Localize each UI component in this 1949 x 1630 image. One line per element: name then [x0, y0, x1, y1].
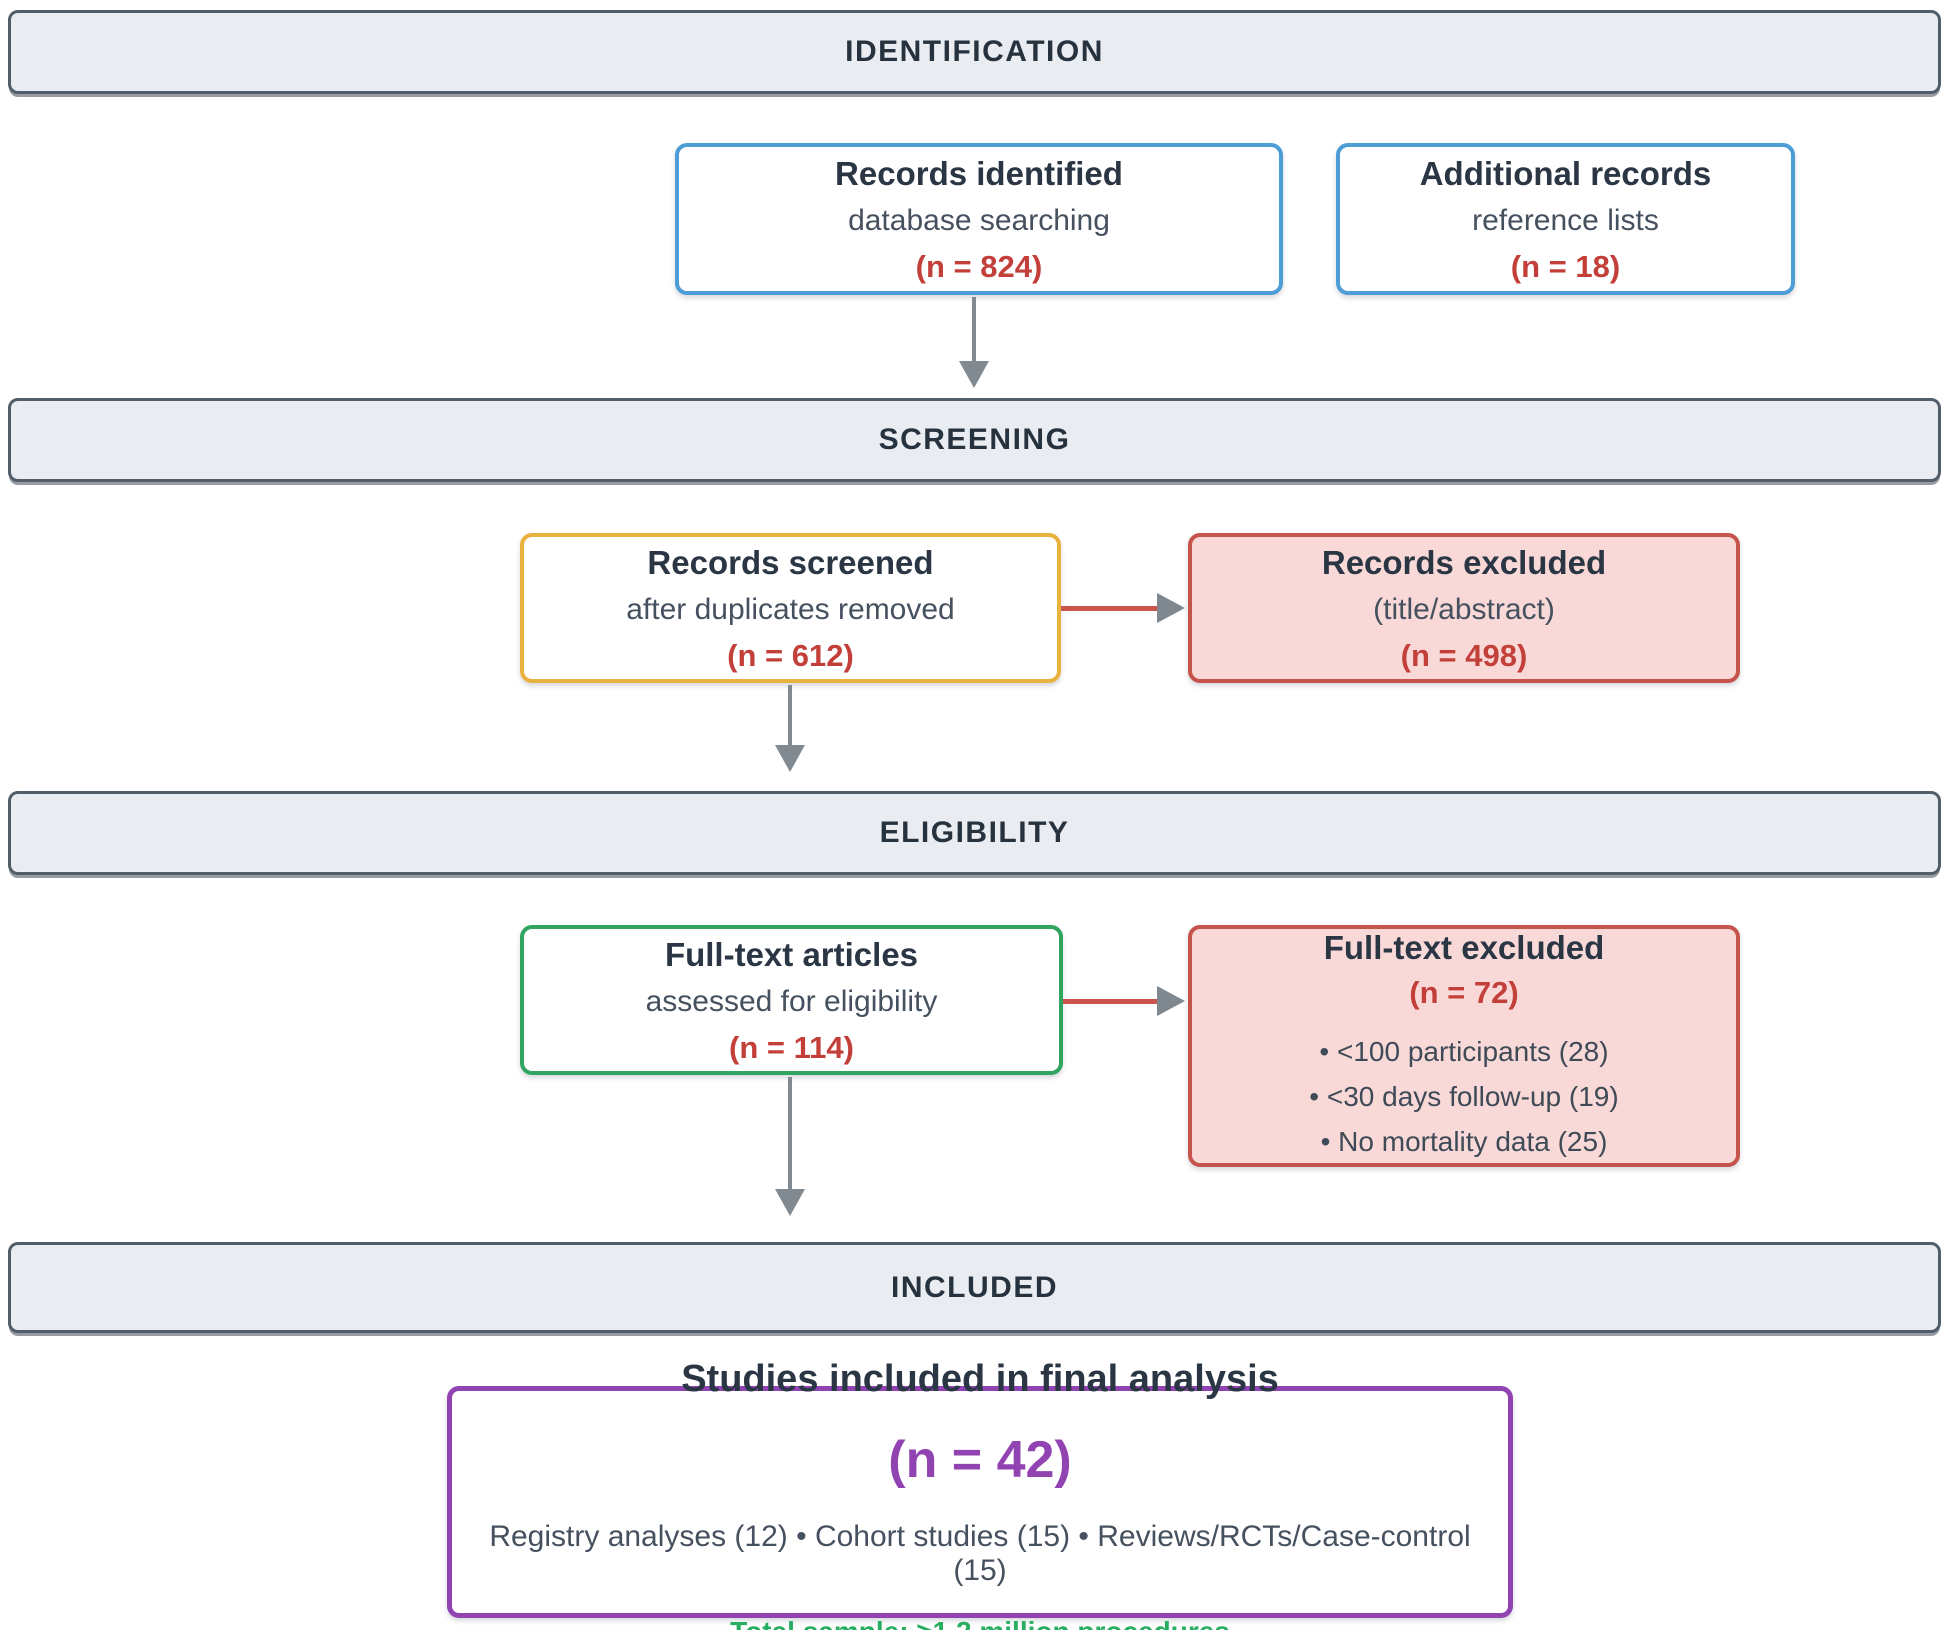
box-additional-records: Additional records reference lists (n = …	[1336, 143, 1795, 295]
arrow-identification-to-screening-line	[972, 297, 976, 363]
exclusion-reason: • <30 days follow-up (19)	[1309, 1080, 1619, 1112]
included-studies-total: Total sample: >1.2 million procedures	[730, 1616, 1230, 1630]
stage-bar-identification: IDENTIFICATION	[8, 10, 1941, 94]
arrow-fulltext-to-excluded-line	[1063, 999, 1158, 1004]
additional-records-subtitle: reference lists	[1472, 203, 1659, 237]
records-excluded-count: (n = 498)	[1400, 638, 1528, 674]
arrow-screened-to-excluded-line	[1061, 606, 1158, 611]
records-screened-subtitle: after duplicates removed	[626, 592, 955, 626]
records-identified-title: Records identified	[835, 154, 1123, 192]
records-excluded-subtitle: (title/abstract)	[1373, 592, 1555, 626]
arrow-eligibility-to-included-head-icon	[775, 1189, 805, 1216]
records-identified-count: (n = 824)	[915, 249, 1043, 285]
fulltext-articles-subtitle: assessed for eligibility	[645, 984, 938, 1018]
records-excluded-title: Records excluded	[1321, 543, 1607, 581]
records-identified-subtitle: database searching	[848, 203, 1110, 237]
arrow-screened-to-excluded-head-icon	[1157, 593, 1185, 623]
box-fulltext-articles: Full-text articles assessed for eligibil…	[520, 925, 1063, 1075]
box-records-screened: Records screened after duplicates remove…	[520, 533, 1061, 683]
records-screened-title: Records screened	[647, 543, 934, 581]
fulltext-excluded-title: Full-text excluded	[1323, 929, 1605, 967]
stage-bar-included: INCLUDED	[8, 1242, 1941, 1333]
box-records-identified: Records identified database searching (n…	[675, 143, 1283, 295]
stage-bar-eligibility: ELIGIBILITY	[8, 791, 1941, 875]
box-records-excluded: Records excluded (title/abstract) (n = 4…	[1188, 533, 1740, 683]
exclusion-reason: • No mortality data (25)	[1320, 1126, 1608, 1158]
fulltext-excluded-reasons: • <100 participants (28) • <30 days foll…	[1309, 1029, 1618, 1165]
box-fulltext-excluded: Full-text excluded (n = 72) • <100 parti…	[1188, 925, 1740, 1167]
fulltext-articles-count: (n = 114)	[729, 1030, 854, 1066]
box-included-studies: Studies included in final analysis (n = …	[447, 1358, 1513, 1630]
arrow-identification-to-screening-head-icon	[959, 361, 989, 388]
stage-bar-screening: SCREENING	[8, 398, 1941, 482]
included-studies-count: (n = 42)	[888, 1430, 1072, 1489]
arrow-eligibility-to-included-line	[788, 1077, 792, 1191]
arrow-fulltext-to-excluded-head-icon	[1157, 986, 1185, 1016]
additional-records-title: Additional records	[1419, 154, 1712, 192]
fulltext-articles-title: Full-text articles	[664, 935, 919, 973]
included-studies-title: Studies included in final analysis	[681, 1358, 1279, 1401]
fulltext-excluded-count: (n = 72)	[1409, 974, 1519, 1010]
additional-records-count: (n = 18)	[1510, 249, 1621, 285]
included-studies-breakdown: Registry analyses (12) • Cohort studies …	[489, 1519, 1471, 1587]
arrow-screening-to-eligibility-head-icon	[775, 745, 805, 772]
records-screened-count: (n = 612)	[727, 638, 854, 674]
exclusion-reason: • <100 participants (28)	[1319, 1035, 1609, 1067]
arrow-screening-to-eligibility-line	[788, 685, 792, 747]
